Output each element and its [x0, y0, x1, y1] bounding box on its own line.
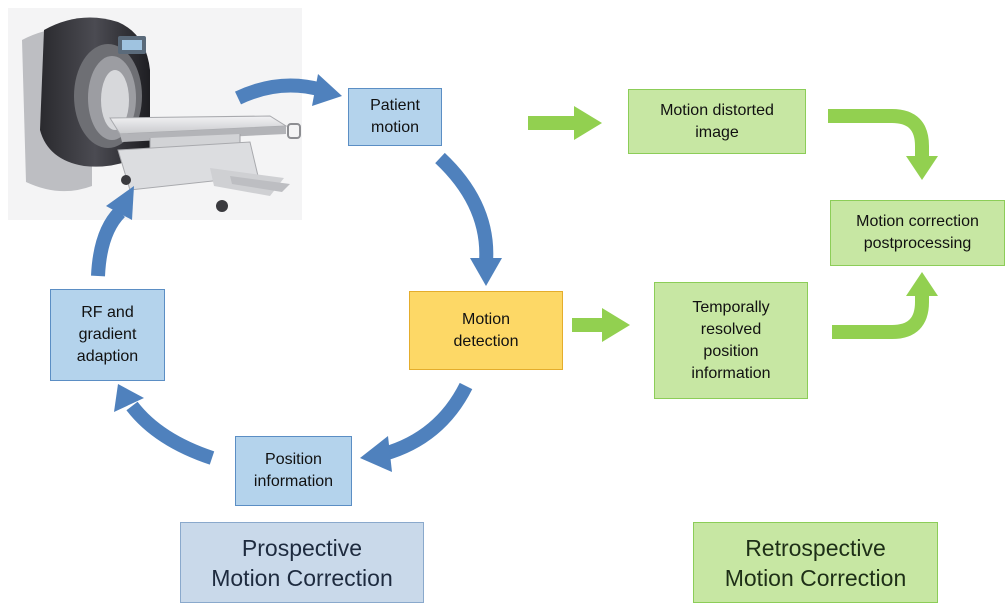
arrow-position-to-rf [114, 384, 215, 465]
arrow-rf-to-scanner [91, 186, 134, 277]
node-temporally-resolved-position: Temporally resolved position information [654, 282, 808, 399]
arrow-patient-motion-to-detection [435, 152, 502, 286]
node-position-information: Position information [235, 436, 352, 506]
node-motion-detection: Motion detection [409, 291, 563, 370]
node-rf-gradient-adaption: RF and gradient adaption [50, 289, 165, 381]
retro-arrows [528, 106, 938, 342]
arrow-temporal-to-postprocessing [832, 272, 938, 339]
label-retrospective-motion-correction: Retrospective Motion Correction [693, 522, 938, 603]
label-prospective-motion-correction: Prospective Motion Correction [180, 522, 424, 603]
node-motion-distorted-image: Motion distorted image [628, 89, 806, 154]
arrow-scanner-to-patient-motion [234, 74, 342, 106]
arrow-patient-motion-to-distorted [528, 106, 602, 140]
arrow-detection-to-position [360, 382, 473, 472]
node-motion-correction-postprocessing: Motion correction postprocessing [830, 200, 1005, 266]
arrow-distorted-to-postprocessing [828, 109, 938, 180]
arrow-detection-to-temporal [572, 308, 630, 342]
cycle-arrows [91, 74, 502, 472]
node-patient-motion: Patient motion [348, 88, 442, 146]
mri-scanner-image [8, 8, 302, 220]
